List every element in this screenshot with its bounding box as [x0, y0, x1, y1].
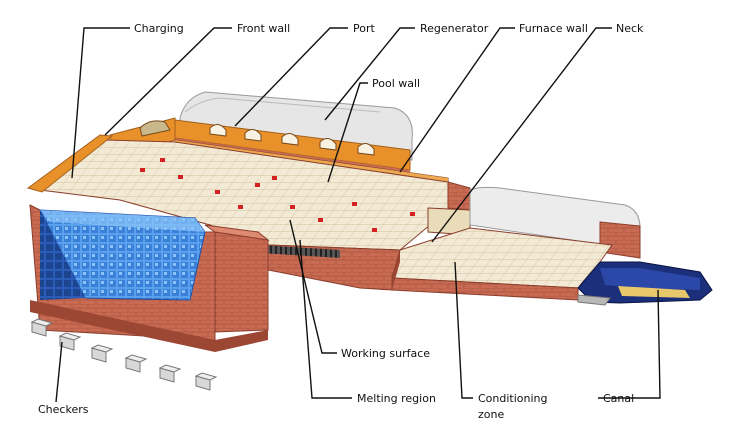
- label-regenerator: Regenerator: [420, 22, 489, 35]
- label-conditioning-zone-line2: zone: [478, 408, 504, 421]
- neck: [427, 181, 471, 236]
- leader-furnace-wall: [399, 27, 515, 173]
- label-charging: Charging: [134, 22, 184, 35]
- leader-checkers: [55, 341, 63, 403]
- leader-port: [234, 27, 348, 127]
- leader-neck: [431, 27, 612, 243]
- label-checkers: Checkers: [38, 403, 89, 416]
- label-port: Port: [353, 22, 375, 35]
- red-markers: [140, 158, 415, 232]
- label-neck: Neck: [616, 22, 644, 35]
- label-furnace-wall: Furnace wall: [519, 22, 588, 35]
- leader-melting-region: [299, 239, 352, 399]
- label-pool-wall: Pool wall: [372, 77, 420, 90]
- leader-lines: [55, 27, 661, 403]
- leader-front-wall: [104, 27, 232, 136]
- leader-working-surface: [289, 219, 337, 354]
- label-melting-region: Melting region: [357, 392, 436, 405]
- melting-front-wall: [260, 244, 401, 291]
- labels: Charging Front wall Port Regenerator Fur…: [38, 22, 644, 421]
- melting-floor: [38, 139, 449, 251]
- leader-pool-wall: [327, 82, 368, 183]
- front-rim: [26, 134, 114, 193]
- checker-regenerator: [29, 204, 270, 352]
- leader-conditioning-zone: [454, 261, 473, 399]
- canal: [577, 261, 713, 306]
- label-canal: Canal: [603, 392, 634, 405]
- leader-regenerator: [324, 27, 415, 121]
- flue-outlets: [30, 318, 218, 391]
- label-front-wall: Front wall: [237, 22, 290, 35]
- leader-canal: [598, 289, 661, 399]
- label-working-surface: Working surface: [341, 347, 430, 360]
- conditioning-arch: [469, 186, 641, 259]
- label-conditioning-zone: Conditioning: [478, 392, 548, 405]
- conditioning-floor: [391, 227, 613, 301]
- leader-charging: [71, 27, 130, 179]
